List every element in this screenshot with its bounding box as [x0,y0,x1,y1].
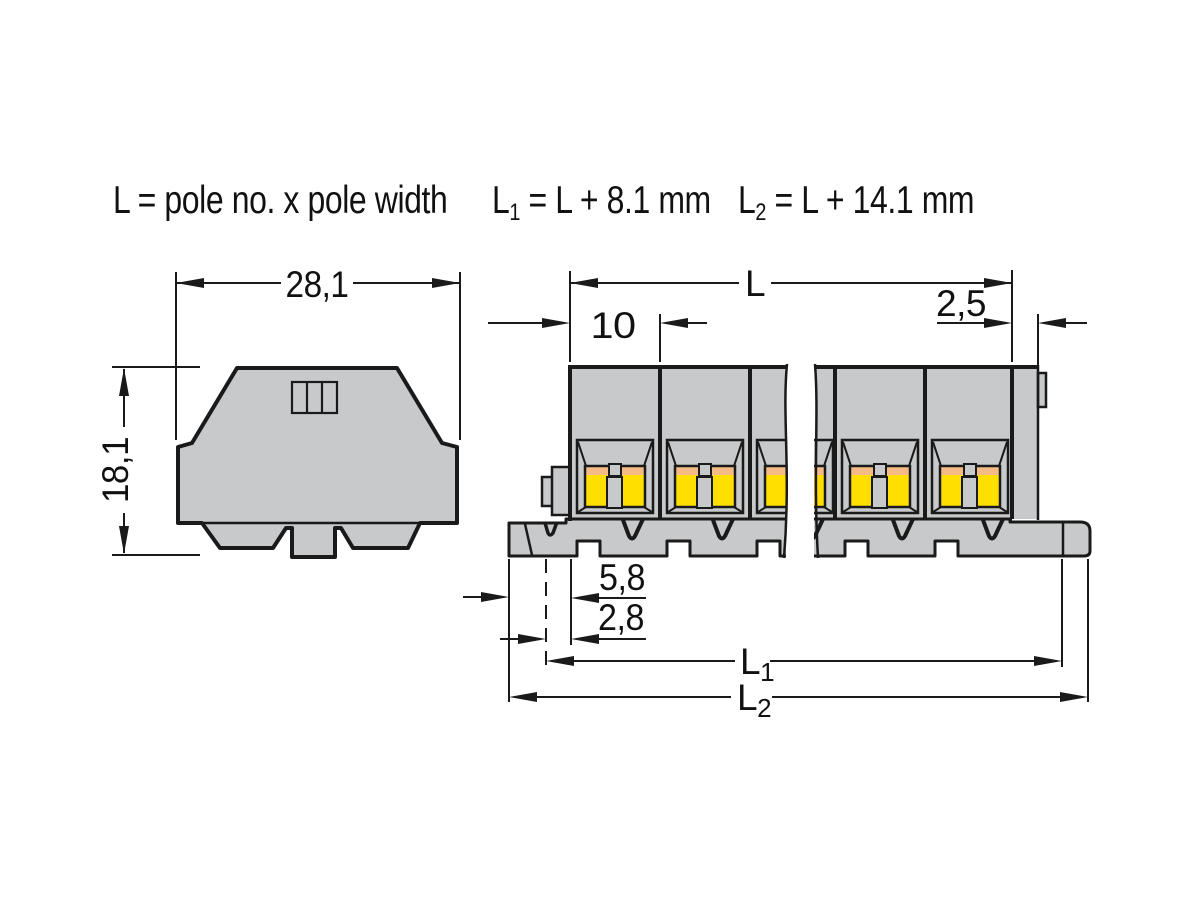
arrowhead-right [1060,692,1088,702]
arrowhead-down [119,526,129,554]
dim-label-L1: L1 [740,641,774,687]
terminal-window [840,438,920,515]
arrowhead-left [660,318,688,328]
side-tab [550,465,572,517]
dim-label-2-5: 2,5 [936,283,986,324]
subscript-1: 1 [509,198,521,226]
dim-label-L2: L2 [737,677,771,723]
dim-pole-width-10: 10 [488,305,707,362]
dim-L1: L1 [546,641,1062,687]
terminal-window [575,438,655,515]
dim-label-L: L [745,263,765,304]
dim-bottom-extensions [508,559,1089,702]
dim-label-10: 10 [591,305,636,346]
foot-chamfer-line [523,523,534,556]
arrowhead-left [509,692,537,702]
dim-total-length-L: L [569,263,1013,362]
formula-pole-length: L = pole no. x pole width [113,179,448,222]
dim-width-28-1: 28,1 [175,264,461,440]
dim-label-2-8: 2,8 [598,597,644,638]
dim-L2: L2 [509,677,1088,723]
arrowhead-up [119,368,129,396]
arrowhead-right [481,592,509,602]
terminal-window [665,438,745,515]
arrowhead-left [571,634,599,644]
dim-offset-2-8: 2,8 [500,597,646,644]
arrowhead-right [432,278,460,288]
subscript-2: 2 [755,198,767,226]
arrowhead-left [176,278,204,288]
arrowhead-right [984,278,1012,288]
dim-label-28-1: 28,1 [286,264,349,305]
dim-label-5-8: 5,8 [599,557,645,598]
side-view [176,366,459,559]
arrowhead-right [1034,656,1062,666]
arrowhead-left [546,656,574,666]
dim-offset-5-8: 5,8 [463,557,646,603]
formula-l1: L1 = L + 8.1 mm [492,179,711,226]
break-edge-left [782,363,789,559]
dim-height-18-1: 18,1 [95,366,200,556]
dim-end-plate-2-5: 2,5 [936,283,1087,371]
break-edge-right [813,363,820,559]
break-gap [786,358,814,560]
arrowhead-left [1038,318,1066,328]
formula-l2: L2 = L + 14.1 mm [738,179,975,226]
arrowhead-right [542,318,570,328]
formula-line: L = pole no. x pole width L1 = L + 8.1 m… [0,179,1200,226]
din-rail-notch [543,521,559,537]
arrowhead-left [571,593,599,603]
arrowhead-left [570,278,598,288]
arrowhead-right [518,634,546,644]
front-view [507,358,1092,560]
dim-label-18-1: 18,1 [95,437,136,503]
arrowhead-right [984,318,1012,328]
marker-slot [290,380,339,415]
terminal-window [930,438,1010,515]
